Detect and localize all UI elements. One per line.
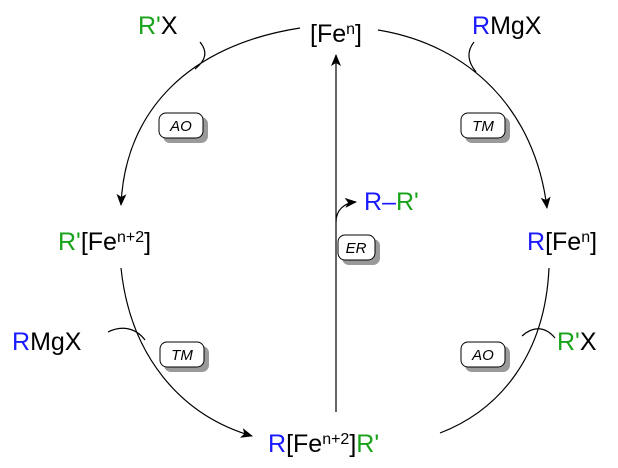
tail-rx-top-left [194,41,206,70]
reagent-top-left: R'X [138,12,178,40]
arc-top-to-left [116,27,301,206]
species-left: R'[Fen+2] [58,228,151,256]
product-r-r-prime: R–R' [364,188,419,216]
step-label-tm-lower: TM [171,347,193,364]
species-bottom: R[Fen+2]R' [268,430,379,458]
tail-rmgx-bottom-left [107,327,146,341]
step-badge-ao-upper: AO [158,112,208,143]
arc-right-to-bottom [439,267,550,434]
tail-rmgx-top-right [468,41,477,73]
er-branch-arrow [335,197,357,223]
reagent-top-right: RMgX [472,12,542,40]
reagent-bottom-right: R'X [557,328,597,356]
tail-rx-bottom-right [521,328,556,339]
step-label-tm-upper: TM [472,118,494,135]
step-badge-tm-lower: TM [159,341,209,372]
species-top: [Fen] [310,20,362,48]
species-right: R[Fen] [527,228,597,256]
step-badge-er: ER [337,234,380,265]
step-label-ao-upper: AO [169,118,192,135]
step-badge-ao-lower: AO [460,341,510,372]
step-label-er: ER [346,240,367,257]
arc-left-to-bottom [120,267,253,438]
reagent-bottom-left: RMgX [12,328,82,356]
step-label-ao-lower: AO [471,347,494,364]
step-badge-tm-upper: TM [460,112,510,143]
arc-top-to-right [377,29,551,209]
